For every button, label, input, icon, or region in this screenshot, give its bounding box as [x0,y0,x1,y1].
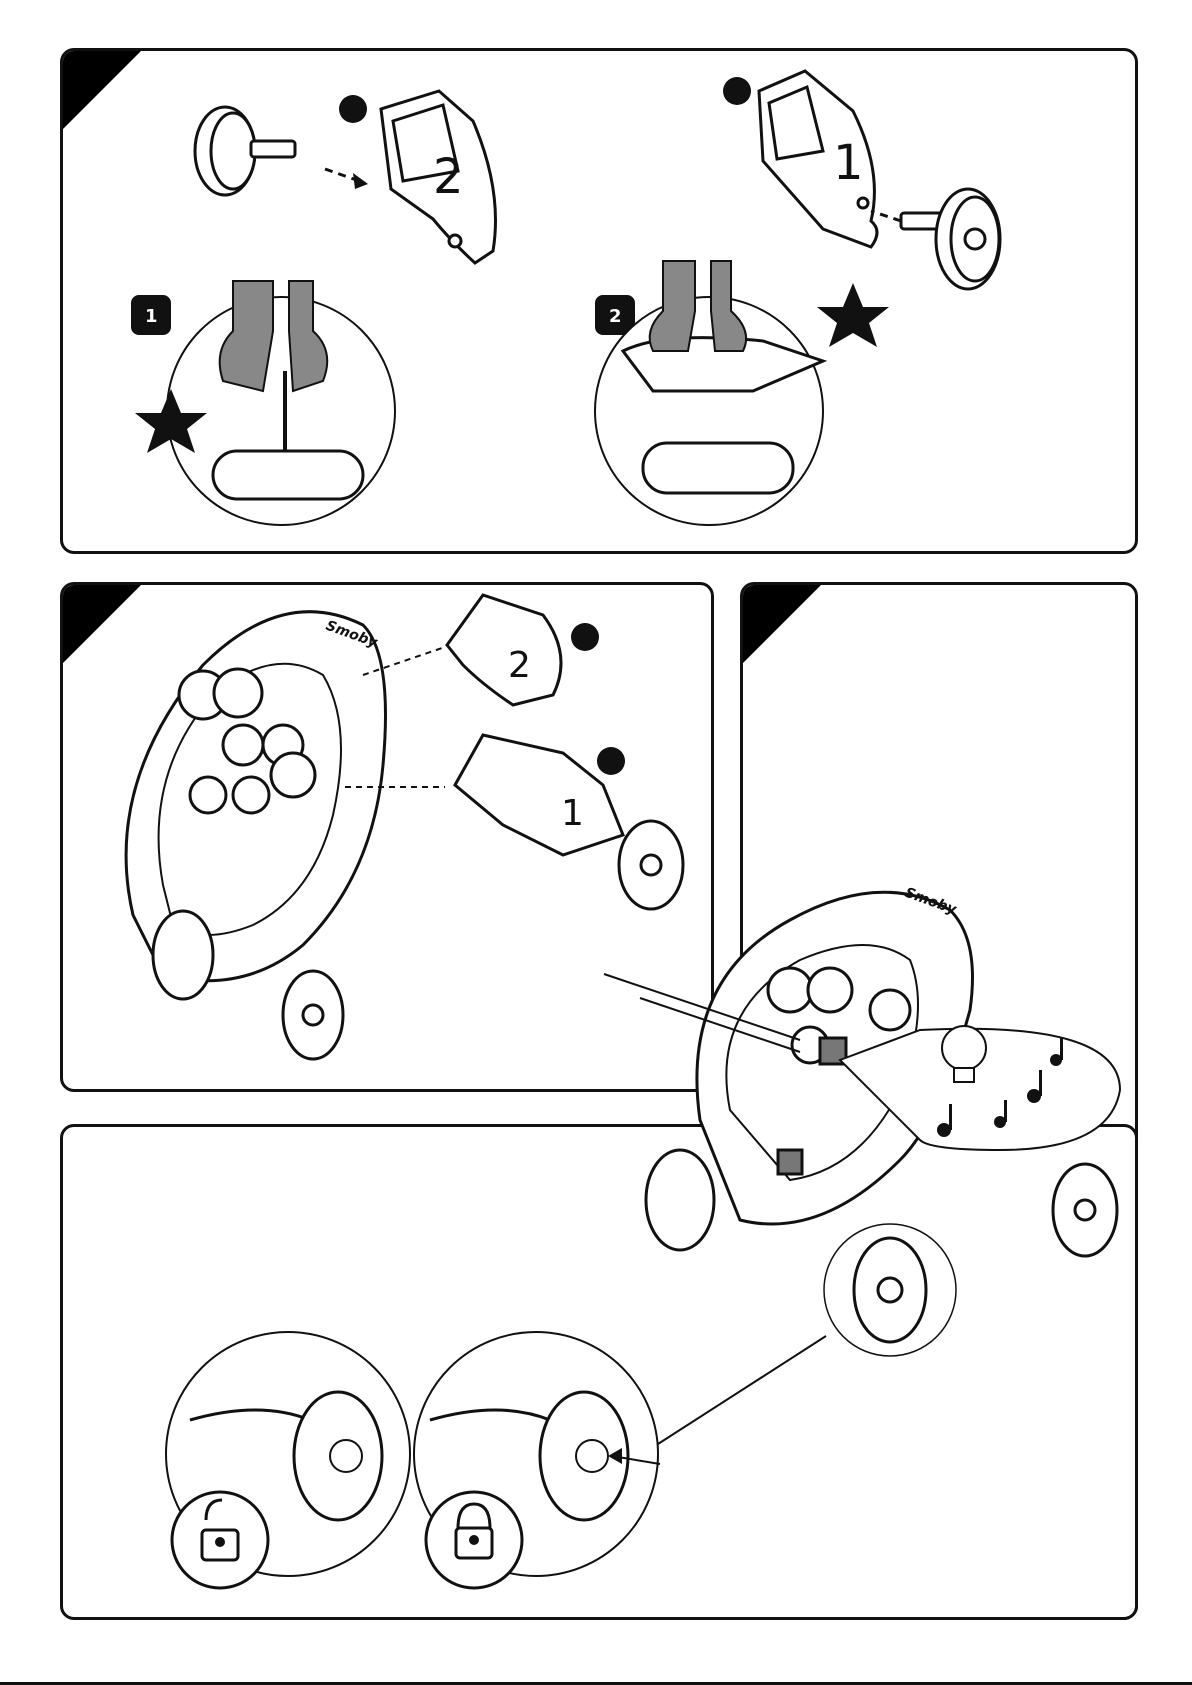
detail-circle-unlocked [166,1332,410,1588]
detail-circle-locked [414,1332,660,1588]
unlocked-icon [172,1492,268,1588]
zoom-leader-line [658,1336,826,1444]
locked-icon [426,1492,522,1588]
